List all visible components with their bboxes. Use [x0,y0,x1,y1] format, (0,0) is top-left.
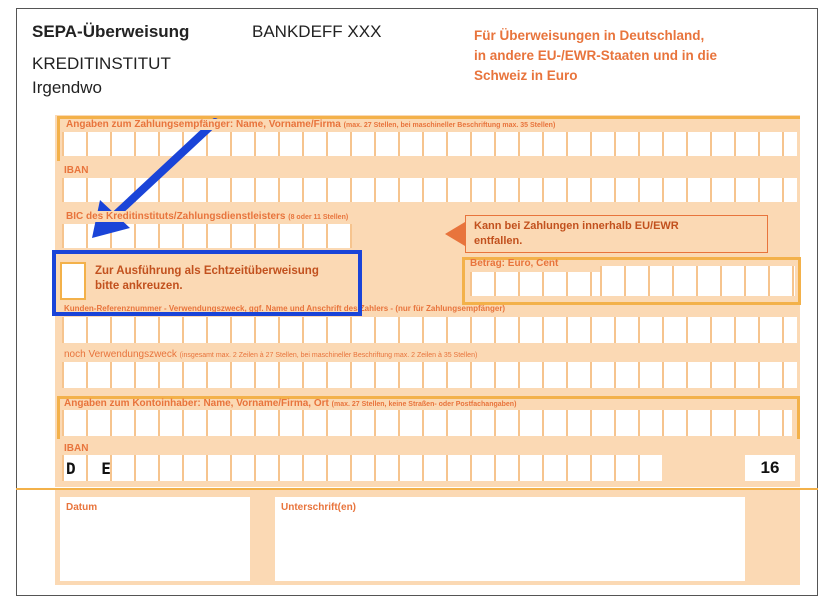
callout-arrow-icon [445,222,465,246]
instant-transfer-note: Zur Ausführung als Echtzeitüberweisung b… [95,264,319,294]
bank-bic: BANKDEFF XXX [252,22,382,41]
signature-label: Unterschrift(en) [281,502,357,513]
iban-check-digits: 16 [745,455,795,481]
amount-input[interactable] [600,266,795,296]
amount-outline [462,257,801,305]
iban-label: IBAN [64,165,89,176]
iban-country-prefix: D E [66,459,119,478]
date-field[interactable] [60,497,250,581]
holder-label: Angaben zum Kontoinhaber: Name, Vorname/… [64,398,517,409]
holder-input[interactable] [62,410,792,440]
bic-label: BIC des Kreditinstituts/Zahlungsdienstle… [64,211,351,222]
payer-iban-label: IBAN [64,443,89,454]
bic-note-line: entfallen. [474,235,523,247]
holder-outline [57,396,800,439]
note-line: bitte ankreuzen. [95,280,183,292]
payee-outline [57,116,800,161]
purpose2-input[interactable] [62,362,797,392]
reference-input[interactable] [62,317,797,347]
bic-note-line: Kann bei Zahlungen innerhalb EU/EWR [474,220,679,232]
info-line: in andere EU-/EWR-Staaten und in die [474,48,718,63]
signature-field[interactable] [275,497,745,581]
amount-input-left[interactable] [470,272,600,296]
date-label: Datum [66,502,98,513]
divider [16,488,818,490]
payee-iban-input[interactable] [62,178,797,206]
form-title: SEPA-Überweisung [32,22,190,41]
institute-location: Irgendwo [32,78,102,97]
purpose2-label: noch Verwendungszweck (insgesamt max. 2 … [64,349,478,360]
info-line: Für Überweisungen in Deutschland, [474,28,705,43]
bic-note: Kann bei Zahlungen innerhalb EU/EWR entf… [465,215,768,253]
payee-input[interactable] [62,132,797,160]
amount-label: Betrag: Euro, Cent [470,258,559,269]
highlight-box [52,250,362,316]
payer-iban-input[interactable] [62,455,662,485]
instant-transfer-checkbox[interactable] [60,262,86,300]
info-line: Schweiz in Euro [474,68,578,83]
reference-label: Kunden-Referenznummer - Verwendungszweck… [64,304,506,313]
payee-label: Angaben zum Zahlungsempfänger: Name, Vor… [64,119,558,130]
note-line: Zur Ausführung als Echtzeitüberweisung [95,265,319,277]
institute-name: KREDITINSTITUT [32,54,171,73]
scope-info: Für Überweisungen in Deutschland, in and… [474,26,717,86]
form-frame [16,8,818,596]
